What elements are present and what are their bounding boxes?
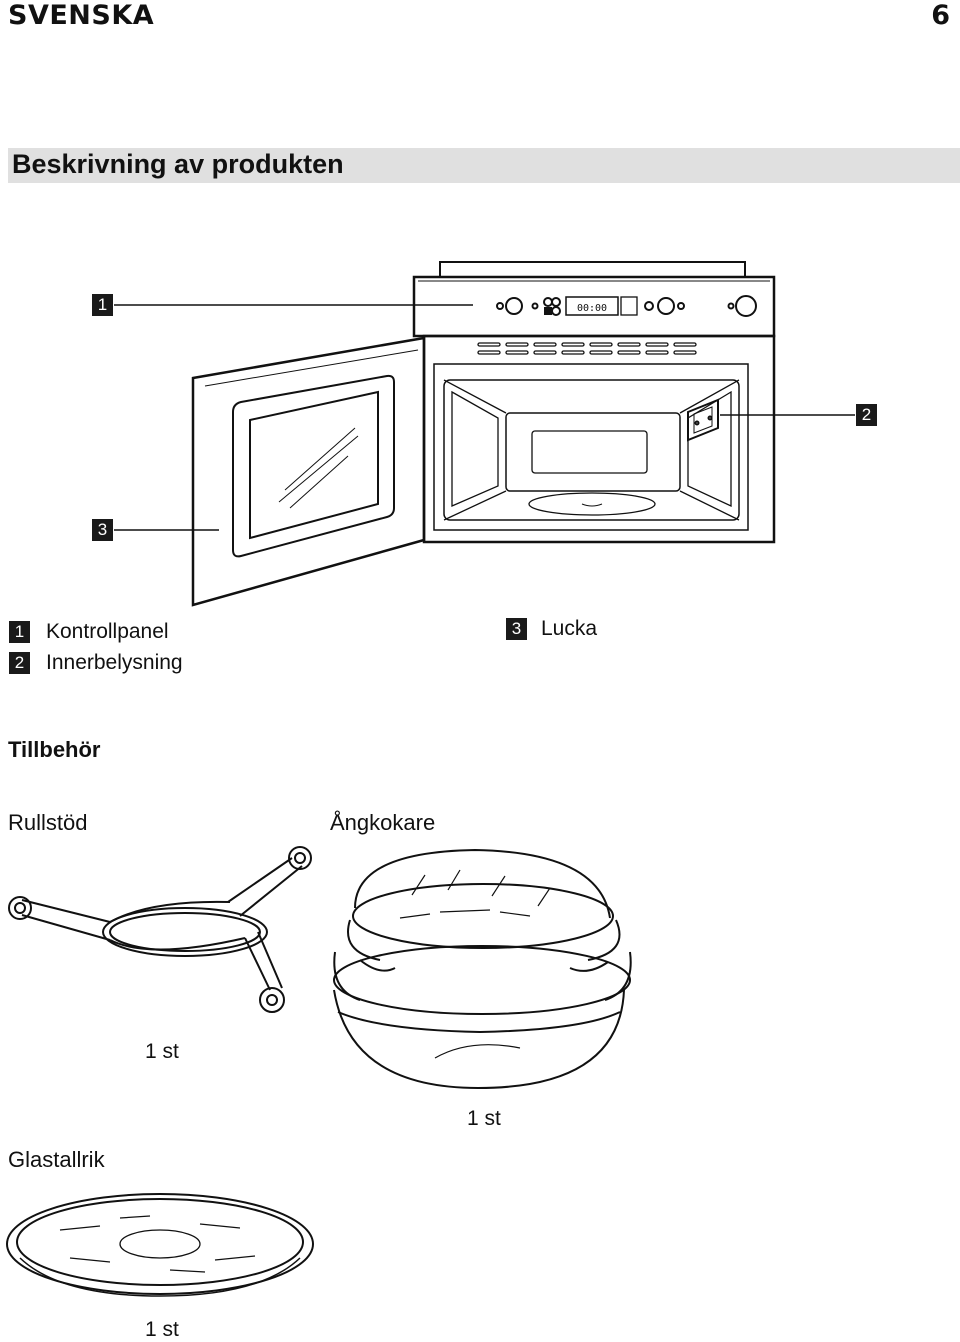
oven-diagram: 00:00: [114, 261, 855, 607]
legend-badge-3: 3: [506, 618, 527, 640]
accessory-name-steamer: Ångkokare: [330, 810, 436, 835]
callout-1-badge: 1: [92, 294, 113, 316]
accessory-name-glass-plate: Glastallrik: [8, 1147, 105, 1172]
header-language: SVENSKA: [8, 0, 155, 31]
turntable-support-illustration: [8, 846, 312, 1013]
glass-plate-illustration: [6, 1193, 314, 1297]
steamer-illustration: [333, 848, 632, 1090]
legend-label-3: Lucka: [541, 617, 598, 640]
accessory-qty-glass-plate: 1 st: [145, 1318, 179, 1341]
accessory-name-turntable-support: Rullstöd: [8, 810, 88, 835]
accessory-qty-turntable-support: 1 st: [145, 1040, 179, 1063]
oven-display-readout: 00:00: [577, 303, 607, 314]
legend-badge-1: 1: [9, 621, 30, 643]
legend-badge-2: 2: [9, 652, 30, 674]
section-title-bar: [8, 148, 960, 183]
page-number: 6: [931, 0, 950, 31]
callout-3-badge: 3: [92, 519, 113, 541]
accessories-heading: Tillbehör: [8, 737, 101, 762]
callout-2-badge: 2: [856, 404, 877, 426]
section-title: Beskrivning av produkten: [12, 149, 344, 179]
accessory-qty-steamer: 1 st: [467, 1107, 501, 1130]
legend-label-2: Innerbelysning: [46, 651, 183, 674]
legend-label-1: Kontrollpanel: [46, 620, 169, 643]
